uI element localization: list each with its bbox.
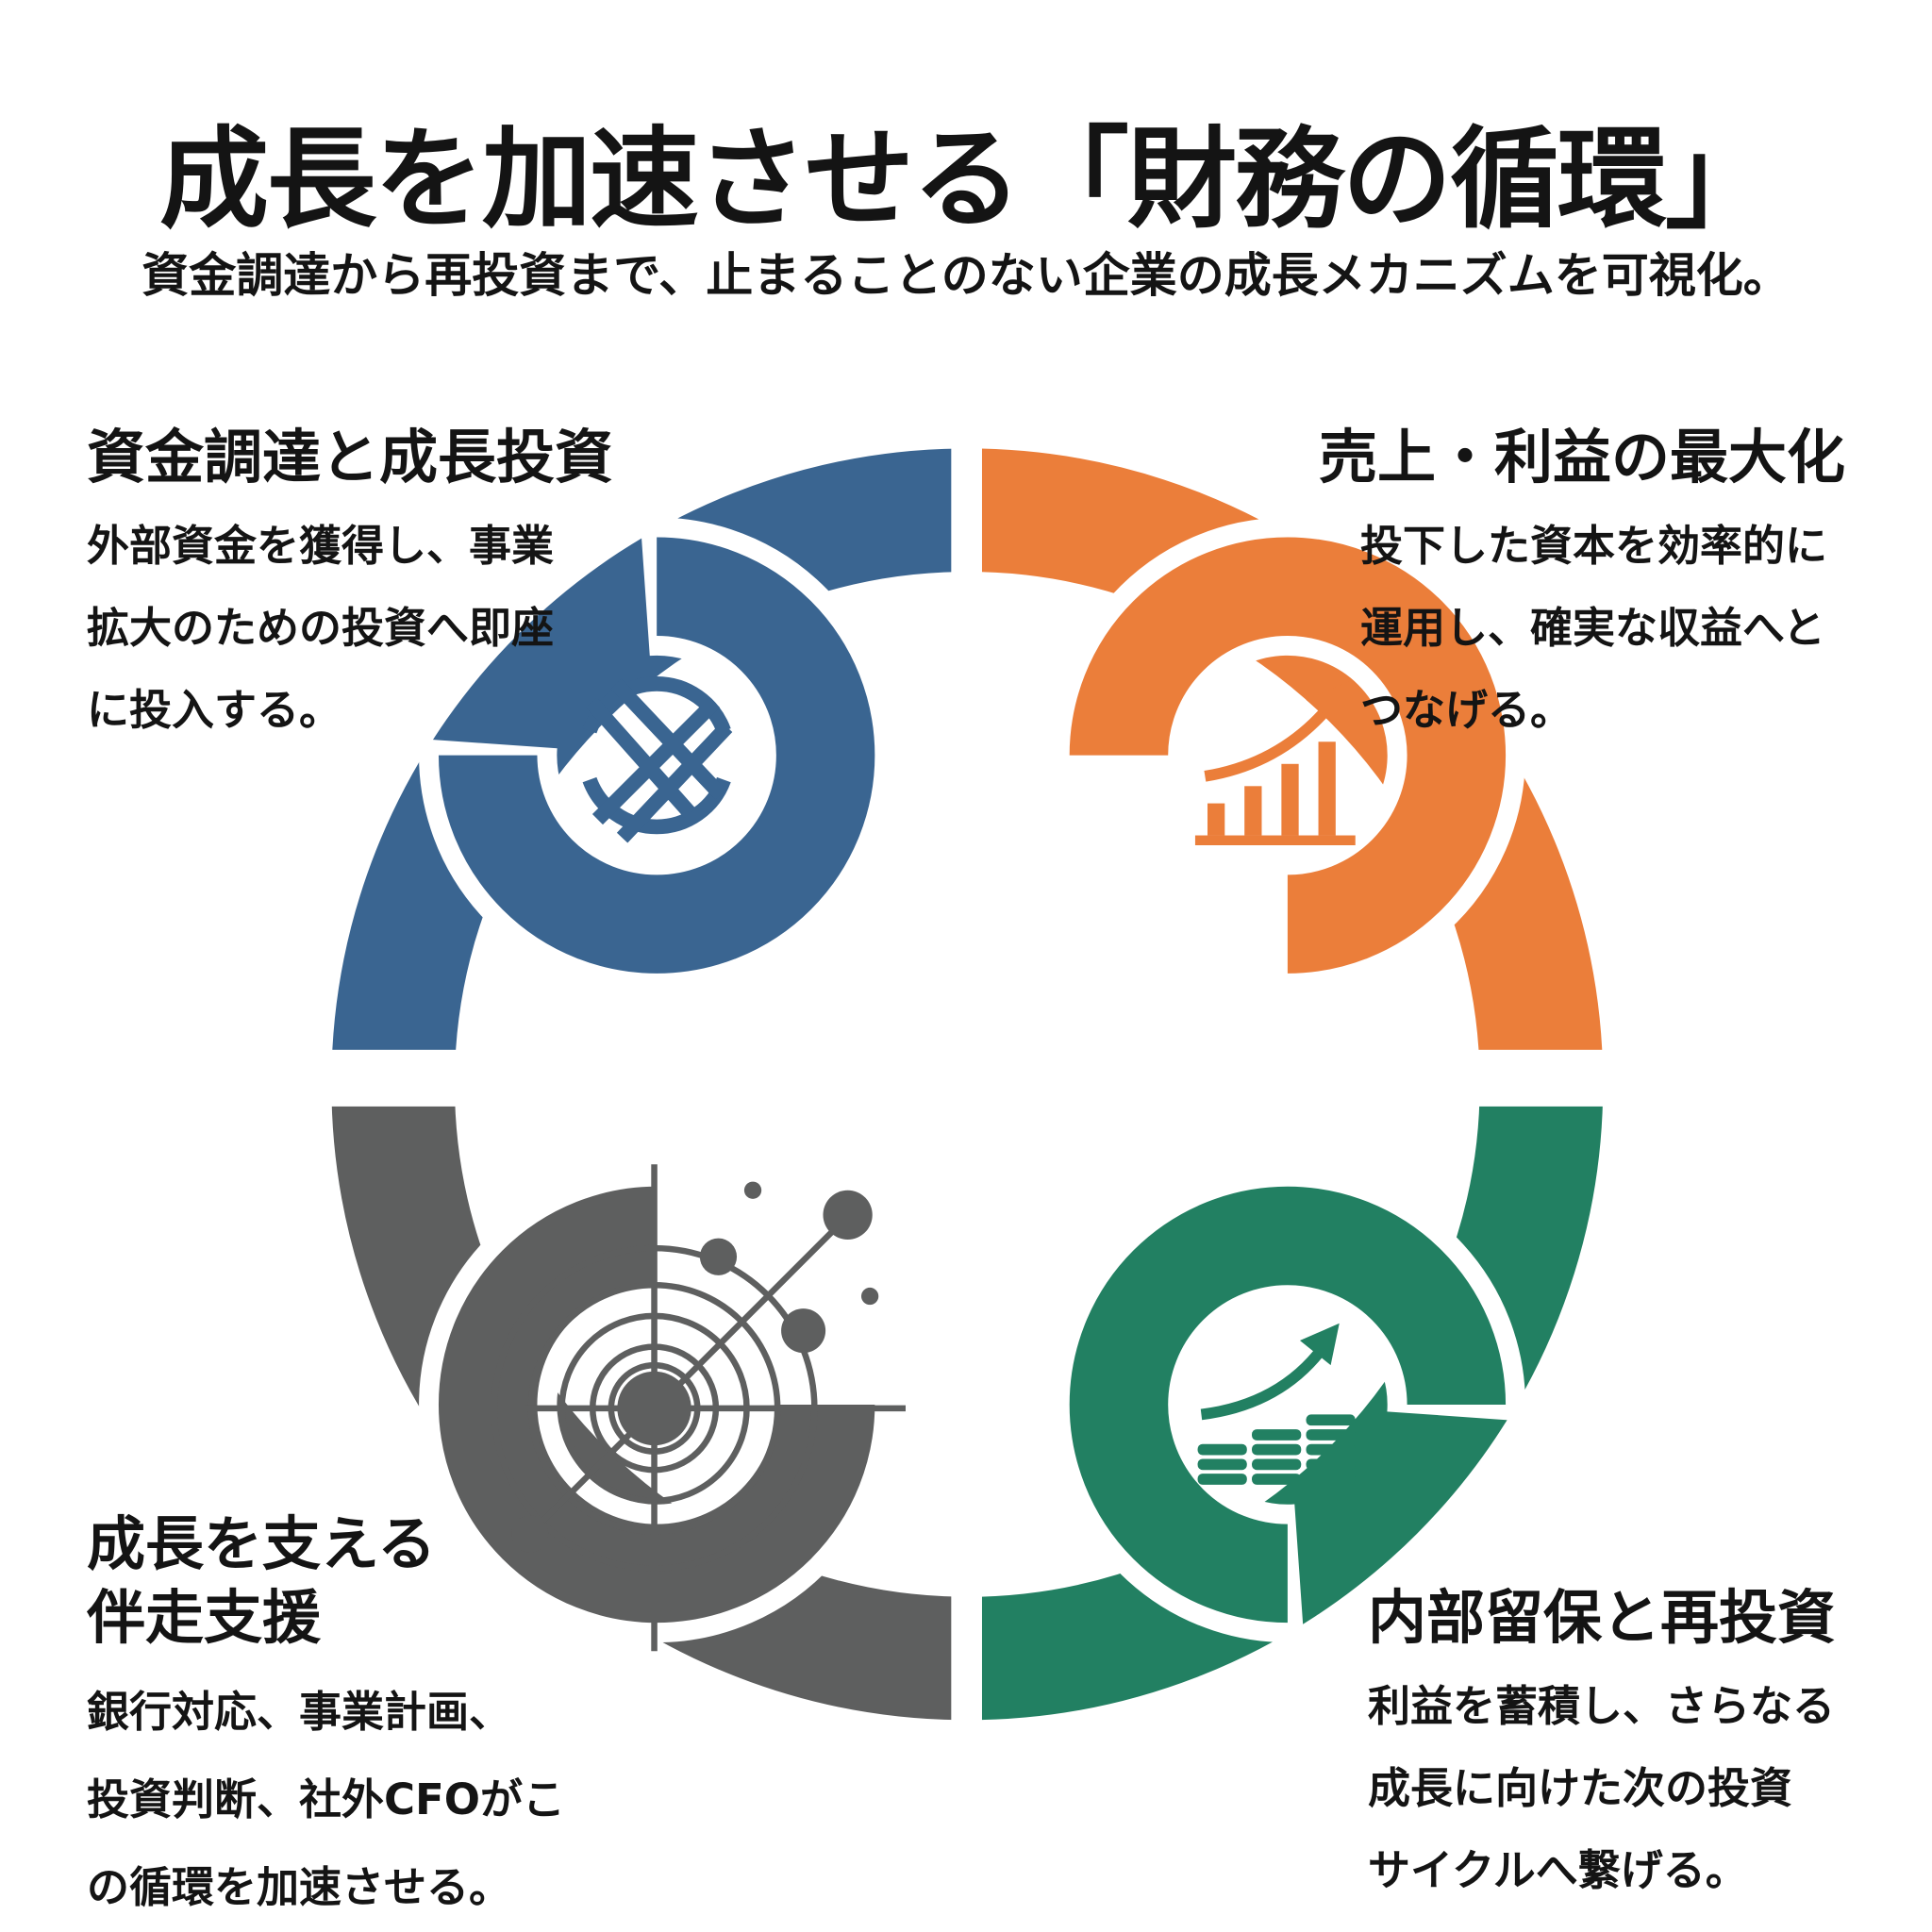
section-heading: 内部留保と再投資 — [1368, 1583, 1837, 1652]
coin — [1306, 1443, 1356, 1456]
coin — [1306, 1429, 1356, 1441]
section-text-line: 成長に向けた次の投資 — [1368, 1763, 1793, 1813]
coins-arrow-head — [1299, 1323, 1340, 1366]
target-center — [617, 1371, 691, 1446]
chart-bar — [1208, 803, 1225, 836]
inner-ring — [438, 537, 875, 974]
outer-ring-segment — [967, 1084, 1604, 1721]
coin — [1306, 1414, 1356, 1426]
radar-dot — [860, 1287, 879, 1306]
coin — [1306, 1458, 1356, 1471]
section-heading: 成長を支える — [87, 1509, 437, 1578]
coins-arrow-line — [1200, 1341, 1329, 1421]
outer-ring-segment — [331, 448, 968, 1085]
section-funding: 資金調達と成長投資 外部資金を獲得し、事業 拡大のための投資へ即座 に投入する。 — [87, 421, 613, 741]
section-text-line: サイクルへ繋げる。 — [1368, 1845, 1748, 1895]
section-text-line: 銀行対応、事業計画、 — [87, 1687, 512, 1737]
coin — [1306, 1474, 1356, 1485]
radar-dot — [823, 1190, 873, 1240]
inner-ring — [1069, 1186, 1507, 1624]
radar-dot — [699, 1238, 738, 1275]
coins-growth-icon — [1197, 1323, 1356, 1485]
chart-bar — [1244, 786, 1262, 836]
coin — [1197, 1458, 1247, 1471]
section-profit: 売上・利益の最大化 投下した資本を効率的に 運用し、確実な収益へと つなげる。 — [1319, 421, 1845, 741]
inner-ring — [1069, 537, 1507, 974]
chart-arrow-line — [1204, 701, 1336, 782]
section-heading: 売上・利益の最大化 — [1318, 423, 1845, 491]
coin — [1252, 1474, 1302, 1485]
coin — [1197, 1474, 1247, 1485]
ring-gap-horizontal — [308, 1049, 1627, 1107]
section-reinvest: 内部留保と再投資 利益を蓄積し、さらなる 成長に向けた次の投資 サイクルへ繋げる… — [1368, 1581, 1836, 1901]
section-text-line: 拡大のための投資へ即座 — [87, 603, 555, 653]
section-text-line: 運用し、確実な収益へと — [1359, 603, 1825, 653]
section-text-line: 利益を蓄積し、さらなる — [1368, 1681, 1836, 1731]
chart-bar — [1318, 741, 1336, 836]
section-text-line: に投入する。 — [87, 685, 342, 735]
icon-lines — [586, 678, 733, 843]
target-radar-icon — [491, 1164, 906, 1652]
coin — [1252, 1443, 1302, 1456]
coin — [1197, 1443, 1247, 1456]
radar-dot — [511, 1515, 549, 1553]
network-cross-icon — [582, 676, 733, 843]
section-text-line: 投下した資本を効率的に — [1359, 521, 1827, 571]
section-text-line: 投資判断、社外CFOがこ — [87, 1774, 566, 1824]
page-subtitle: 資金調達から再投資まで、止まることのない企業の成長メカニズムを可視化。 — [142, 248, 1790, 303]
section-support: 成長を支える 伴走支援 銀行対応、事業計画、 投資判断、社外CFOがこ の循環を… — [87, 1507, 565, 1918]
section-text-line: 外部資金を獲得し、事業 — [87, 521, 555, 571]
section-heading: 伴走支援 — [87, 1583, 322, 1652]
coin — [1252, 1429, 1302, 1441]
section-text-line: つなげる。 — [1359, 685, 1573, 735]
chart-bar — [1281, 763, 1299, 836]
section-heading: 資金調達と成長投資 — [87, 423, 614, 491]
page-title: 成長を加速させる「財務の循環」 — [159, 116, 1774, 243]
chart-baseline — [1194, 835, 1356, 845]
growth-bar-chart-icon — [1194, 681, 1356, 845]
radar-dot — [781, 1308, 826, 1354]
chart-arrow-head — [1306, 681, 1350, 727]
icon-arc — [582, 776, 731, 835]
section-text-line: の循環を加速させる。 — [87, 1862, 512, 1912]
radar-dot — [743, 1181, 762, 1199]
coin — [1252, 1458, 1302, 1471]
